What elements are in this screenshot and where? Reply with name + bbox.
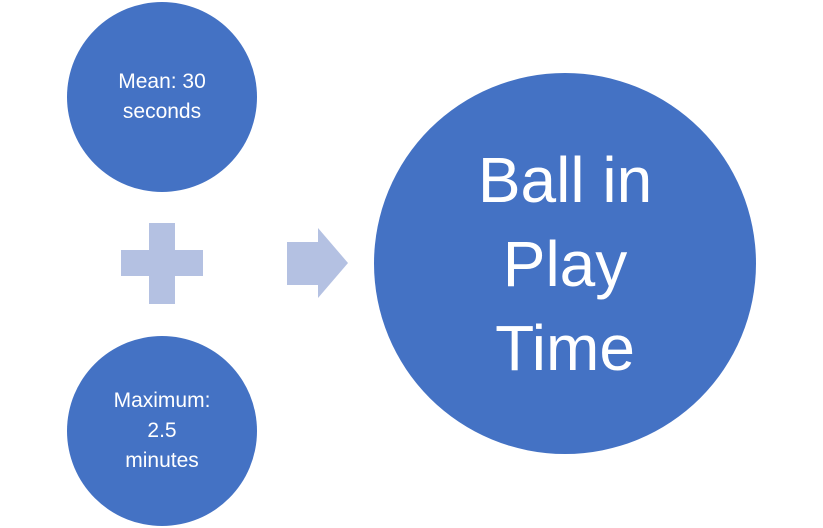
maximum-label: Maximum: 2.5 minutes [114,386,211,476]
mean-label-line: Mean: 30 [118,70,206,93]
mean-label: Mean: 30 seconds [118,67,206,127]
mean-circle: Mean: 30 seconds [67,2,257,192]
mean-label-line: seconds [122,100,202,123]
arrow-right-icon [287,228,348,298]
result-label-line: Time [495,311,635,384]
result-circle: Ball in Play Time [374,73,756,454]
plus-icon [121,223,203,304]
maximum-label-line: minutes [125,449,199,472]
maximum-label-line: Maximum: [113,389,211,412]
result-label: Ball in Play Time [478,138,652,390]
result-label-line: Ball in [477,143,653,216]
maximum-circle: Maximum: 2.5 minutes [67,336,257,526]
maximum-label-line: 2.5 [147,419,177,442]
result-label-line: Play [502,227,628,300]
